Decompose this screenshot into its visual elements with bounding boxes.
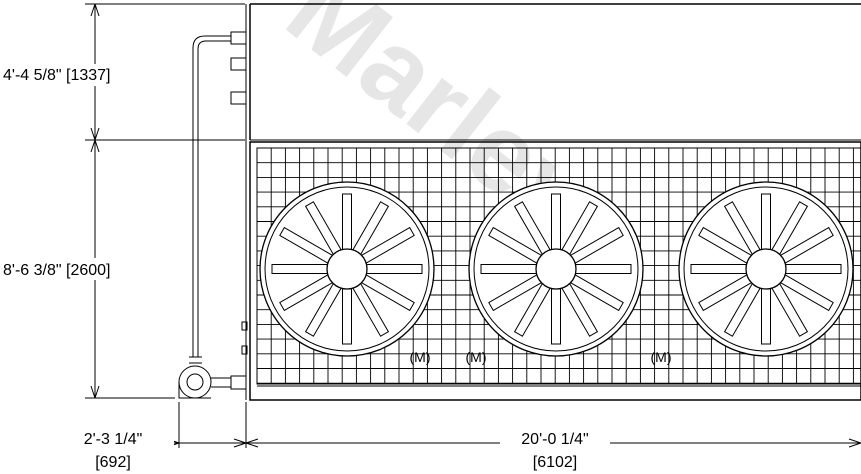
fan-blade: [271, 264, 330, 274]
motor-label-2: (M): [466, 349, 487, 365]
external-piping: [189, 35, 231, 364]
fan-blade: [364, 264, 423, 274]
motor-label-3: (M): [651, 349, 672, 365]
upper-casing: [230, 3, 861, 141]
fan-hub: [745, 248, 787, 290]
fan-blade: [761, 193, 771, 252]
overall-length-label: 20'-0 1/4": [521, 431, 588, 448]
fan-hub: [535, 248, 577, 290]
fan-blade: [342, 286, 352, 345]
fan-2: [468, 181, 644, 357]
fan-ring-inner: [683, 186, 849, 352]
fans: [259, 181, 854, 357]
vertical-dimension-lines: [85, 3, 245, 399]
pump: [178, 365, 247, 399]
fan-blade: [783, 264, 842, 274]
pipe-offset-label: 2'-3 1/4": [84, 431, 143, 448]
fan-blade: [480, 264, 539, 274]
fan-blade: [690, 264, 749, 274]
overall-length-metric-label: [6102]: [533, 454, 577, 471]
fan-ring-inner: [473, 186, 639, 352]
fan-blade: [551, 286, 561, 345]
motor-label-1: (M): [410, 349, 431, 365]
fan-blade: [342, 193, 352, 252]
fan-3: [678, 181, 854, 357]
lower-height-label: 8'-6 3/8" [2600]: [3, 262, 110, 279]
fan-blade: [761, 286, 771, 345]
fan-hub: [326, 248, 368, 290]
fan-1: [259, 181, 435, 357]
fan-blade: [573, 264, 632, 274]
pipe-offset-metric-label: [692]: [95, 454, 131, 471]
fan-blade: [551, 193, 561, 252]
upper-height-label: 4'-4 5/8" [1337]: [3, 67, 110, 84]
fan-ring-inner: [264, 186, 430, 352]
